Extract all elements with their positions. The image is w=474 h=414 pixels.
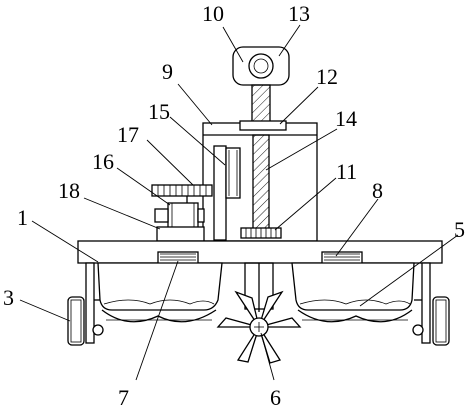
right-wheel: [412, 296, 450, 346]
drive-gear: [151, 184, 213, 197]
top-plate: [239, 120, 287, 131]
callout-11: 11: [336, 159, 357, 184]
eyebolt: [232, 46, 290, 86]
callout-17: 17: [117, 122, 139, 147]
guide-rail: [213, 145, 241, 241]
base-plate: [77, 240, 443, 264]
leader-lines: [19, 24, 459, 381]
callout-7: 7: [118, 385, 129, 410]
cleaning-head-left: [97, 262, 223, 323]
callout-5: 5: [454, 217, 465, 242]
callout-16: 16: [92, 149, 114, 174]
callout-12: 12: [316, 64, 338, 89]
screw-rod-top: [251, 84, 271, 124]
motor-bracket: [156, 226, 205, 242]
center-shaft: [244, 262, 274, 312]
callout-9: 9: [162, 59, 173, 84]
callout-3: 3: [3, 285, 14, 310]
callout-15: 15: [148, 99, 170, 124]
fan-impeller: [216, 290, 302, 364]
callout-8: 8: [372, 178, 383, 203]
left-wheel: [67, 296, 104, 346]
callout-10: 10: [202, 1, 224, 26]
screw-rod: [252, 134, 270, 232]
callout-13: 13: [288, 1, 310, 26]
right-leg: [414, 262, 431, 344]
callout-labels: 10 13 9 12 15 14 17 16 11 18 8 1 5 3 7 6: [3, 1, 465, 410]
cleaning-head-right: [291, 262, 415, 323]
callout-1: 1: [17, 205, 28, 230]
callout-6: 6: [270, 385, 281, 410]
callout-14: 14: [335, 106, 357, 131]
callout-18: 18: [58, 178, 80, 203]
screw-gear: [240, 227, 282, 239]
